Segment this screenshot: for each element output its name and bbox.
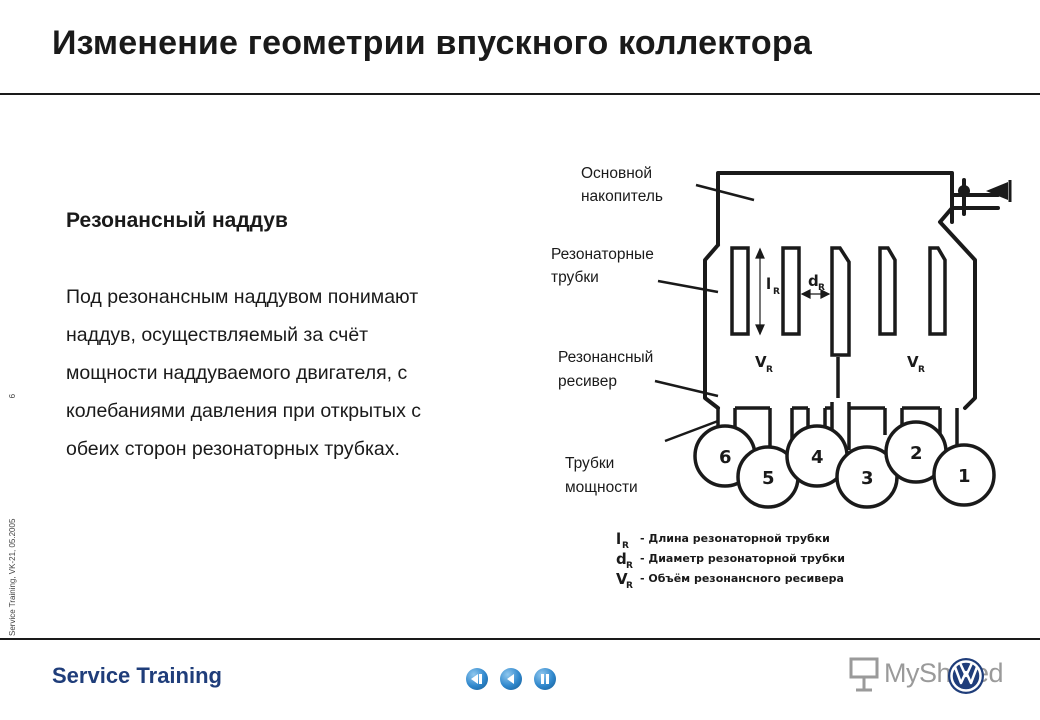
page-number: 6 <box>8 393 17 399</box>
pause-button[interactable] <box>534 668 556 690</box>
diameter-symbol: d <box>808 272 819 290</box>
svg-text:трубки: трубки <box>551 269 599 286</box>
cylinder-number: 6 <box>719 447 732 468</box>
body-line: наддув, осуществляемый за счёт <box>66 324 369 346</box>
svg-text:R: R <box>626 561 633 571</box>
legend-item: - Диаметр резонаторной трубки <box>640 552 845 565</box>
body-text: Под резонансным наддувом понимают наддув… <box>66 278 536 468</box>
cylinder-number: 5 <box>762 468 775 489</box>
length-symbol: l <box>766 275 771 293</box>
throttle-valve <box>958 185 970 197</box>
presentation-icon <box>849 657 879 692</box>
slide-title: Изменение геометрии впускного коллектора <box>52 24 812 62</box>
body-line: мощности наддуваемого двигателя, с <box>66 362 408 384</box>
intake-arrow <box>986 182 1008 200</box>
cylinder-1 <box>932 443 996 507</box>
label-resonator-tubes: Резонаторные <box>551 246 654 263</box>
body-line: обеих сторон резонаторных трубках. <box>66 438 400 460</box>
footer-course-info: Service Training, VK-21, 05.2005 <box>8 518 17 636</box>
pause-icon <box>541 674 549 684</box>
label-resonance-receiver: Резонансный <box>558 349 653 366</box>
svg-text:V: V <box>616 570 628 588</box>
vw-logo <box>948 658 984 694</box>
volume-symbol-left: V <box>755 353 767 371</box>
label-main-plenum: Основной <box>581 165 652 182</box>
resonator-tube-3 <box>830 246 851 357</box>
section-heading: Резонансный наддув <box>66 209 288 232</box>
leader-resonance-receiver <box>654 379 719 398</box>
legend-item: - Объём резонансного ресивера <box>640 572 844 585</box>
svg-text:ресивер: ресивер <box>558 373 617 390</box>
vertical-footer: Service Training, VK-21, 05.2005 6 <box>8 394 17 636</box>
play-back-icon <box>507 674 514 684</box>
title-divider <box>0 93 1040 95</box>
first-slide-button[interactable] <box>466 668 488 690</box>
previous-slide-button[interactable] <box>500 668 522 690</box>
body-line: колебаниями давления при открытых с <box>66 400 421 422</box>
label-power-tubes: Трубки <box>565 455 614 472</box>
resonator-tube-4 <box>878 246 897 336</box>
resonator-tube-1 <box>730 246 750 336</box>
slide-navigation <box>466 668 556 690</box>
volume-symbol-right: V <box>907 353 919 371</box>
leader-main-plenum <box>695 183 755 202</box>
cylinder-number: 2 <box>910 443 923 464</box>
resonator-tube-2 <box>781 246 801 336</box>
diagram-legend: l R - Длина резонаторной трубки d R - Ди… <box>616 530 845 591</box>
svg-text:R: R <box>818 283 825 293</box>
svg-text:d: d <box>616 550 627 568</box>
cylinder-number: 3 <box>861 468 874 489</box>
svg-text:мощности: мощности <box>565 479 638 496</box>
intake-manifold-diagram: l R d R V R V R 6 5 4 3 2 1 Основной нак… <box>551 165 1012 591</box>
svg-text:R: R <box>918 365 925 375</box>
brand-name: Service Training <box>52 663 222 688</box>
cylinder-number: 1 <box>958 466 971 487</box>
legend-item: - Длина резонаторной трубки <box>640 532 830 545</box>
svg-text:R: R <box>766 365 773 375</box>
leader-resonator-tubes <box>657 279 719 294</box>
footer-divider <box>0 638 1040 640</box>
leader-power-tubes <box>664 419 719 443</box>
svg-text:l: l <box>616 530 621 548</box>
svg-text:R: R <box>773 287 780 297</box>
skip-back-icon <box>471 674 482 684</box>
manifold-housing <box>703 171 1000 410</box>
cylinder-number: 4 <box>811 447 824 468</box>
svg-text:R: R <box>622 541 629 551</box>
resonator-tube-5 <box>928 246 947 336</box>
svg-text:R: R <box>626 581 633 591</box>
body-line: Под резонансным наддувом понимают <box>66 286 419 308</box>
svg-text:накопитель: накопитель <box>581 188 663 205</box>
